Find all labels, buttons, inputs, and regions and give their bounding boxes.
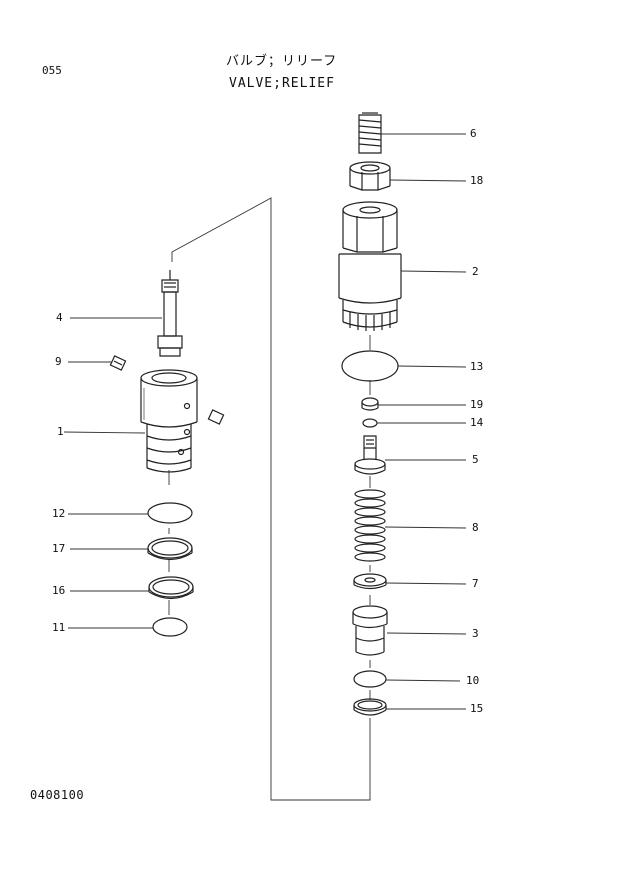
- part-1-valve-body: [141, 370, 197, 472]
- callout-2: 2: [472, 265, 479, 278]
- callout-5: 5: [472, 453, 479, 466]
- part-8-spring: [355, 490, 385, 561]
- part-2-plug: [339, 202, 401, 331]
- part-9-set-screw: [110, 356, 223, 424]
- callout-14: 14: [470, 416, 484, 429]
- part-17-backup-ring: [148, 538, 192, 560]
- callout-3: 3: [472, 627, 479, 640]
- callout-15: 15: [470, 702, 484, 715]
- callout-7: 7: [472, 577, 479, 590]
- callout-19: 19: [470, 398, 484, 411]
- callout-10: 10: [466, 674, 480, 687]
- callout-1: 1: [57, 425, 64, 438]
- leader-lines: [64, 134, 466, 709]
- callout-17: 17: [52, 542, 66, 555]
- part-18-lock-nut: [350, 162, 390, 190]
- part-7-spring-seat: [354, 574, 386, 589]
- callout-18: 18: [470, 174, 484, 187]
- assembly-centerlines: [169, 198, 370, 800]
- part-10-o-ring: [354, 671, 386, 687]
- title-english: VALVE;RELIEF: [229, 76, 335, 91]
- part-4-poppet: [158, 270, 182, 356]
- part-12-o-ring: [148, 503, 192, 523]
- callout-12: 12: [52, 507, 66, 520]
- callout-11: 11: [52, 621, 66, 634]
- part-5-poppet: [355, 436, 385, 474]
- part-19-seat: [362, 398, 378, 410]
- callout-16: 16: [52, 584, 66, 597]
- part-6-adjusting-screw: [359, 113, 381, 153]
- part-14-o-ring: [363, 419, 377, 427]
- callout-9: 9: [55, 355, 62, 368]
- callout-6: 6: [470, 127, 477, 140]
- callout-8: 8: [472, 521, 479, 534]
- page-code: 055: [42, 64, 62, 77]
- part-13-o-ring: [342, 351, 398, 381]
- title-japanese: バルブ；リリーフ: [226, 54, 338, 69]
- document-number: 0408100: [30, 788, 85, 802]
- part-3-sleeve: [353, 606, 387, 655]
- part-15-backup-ring: [354, 699, 386, 715]
- callout-13: 13: [470, 360, 484, 373]
- callout-4: 4: [56, 311, 63, 324]
- part-16-backup-ring: [149, 577, 193, 599]
- part-11-o-ring: [153, 618, 187, 636]
